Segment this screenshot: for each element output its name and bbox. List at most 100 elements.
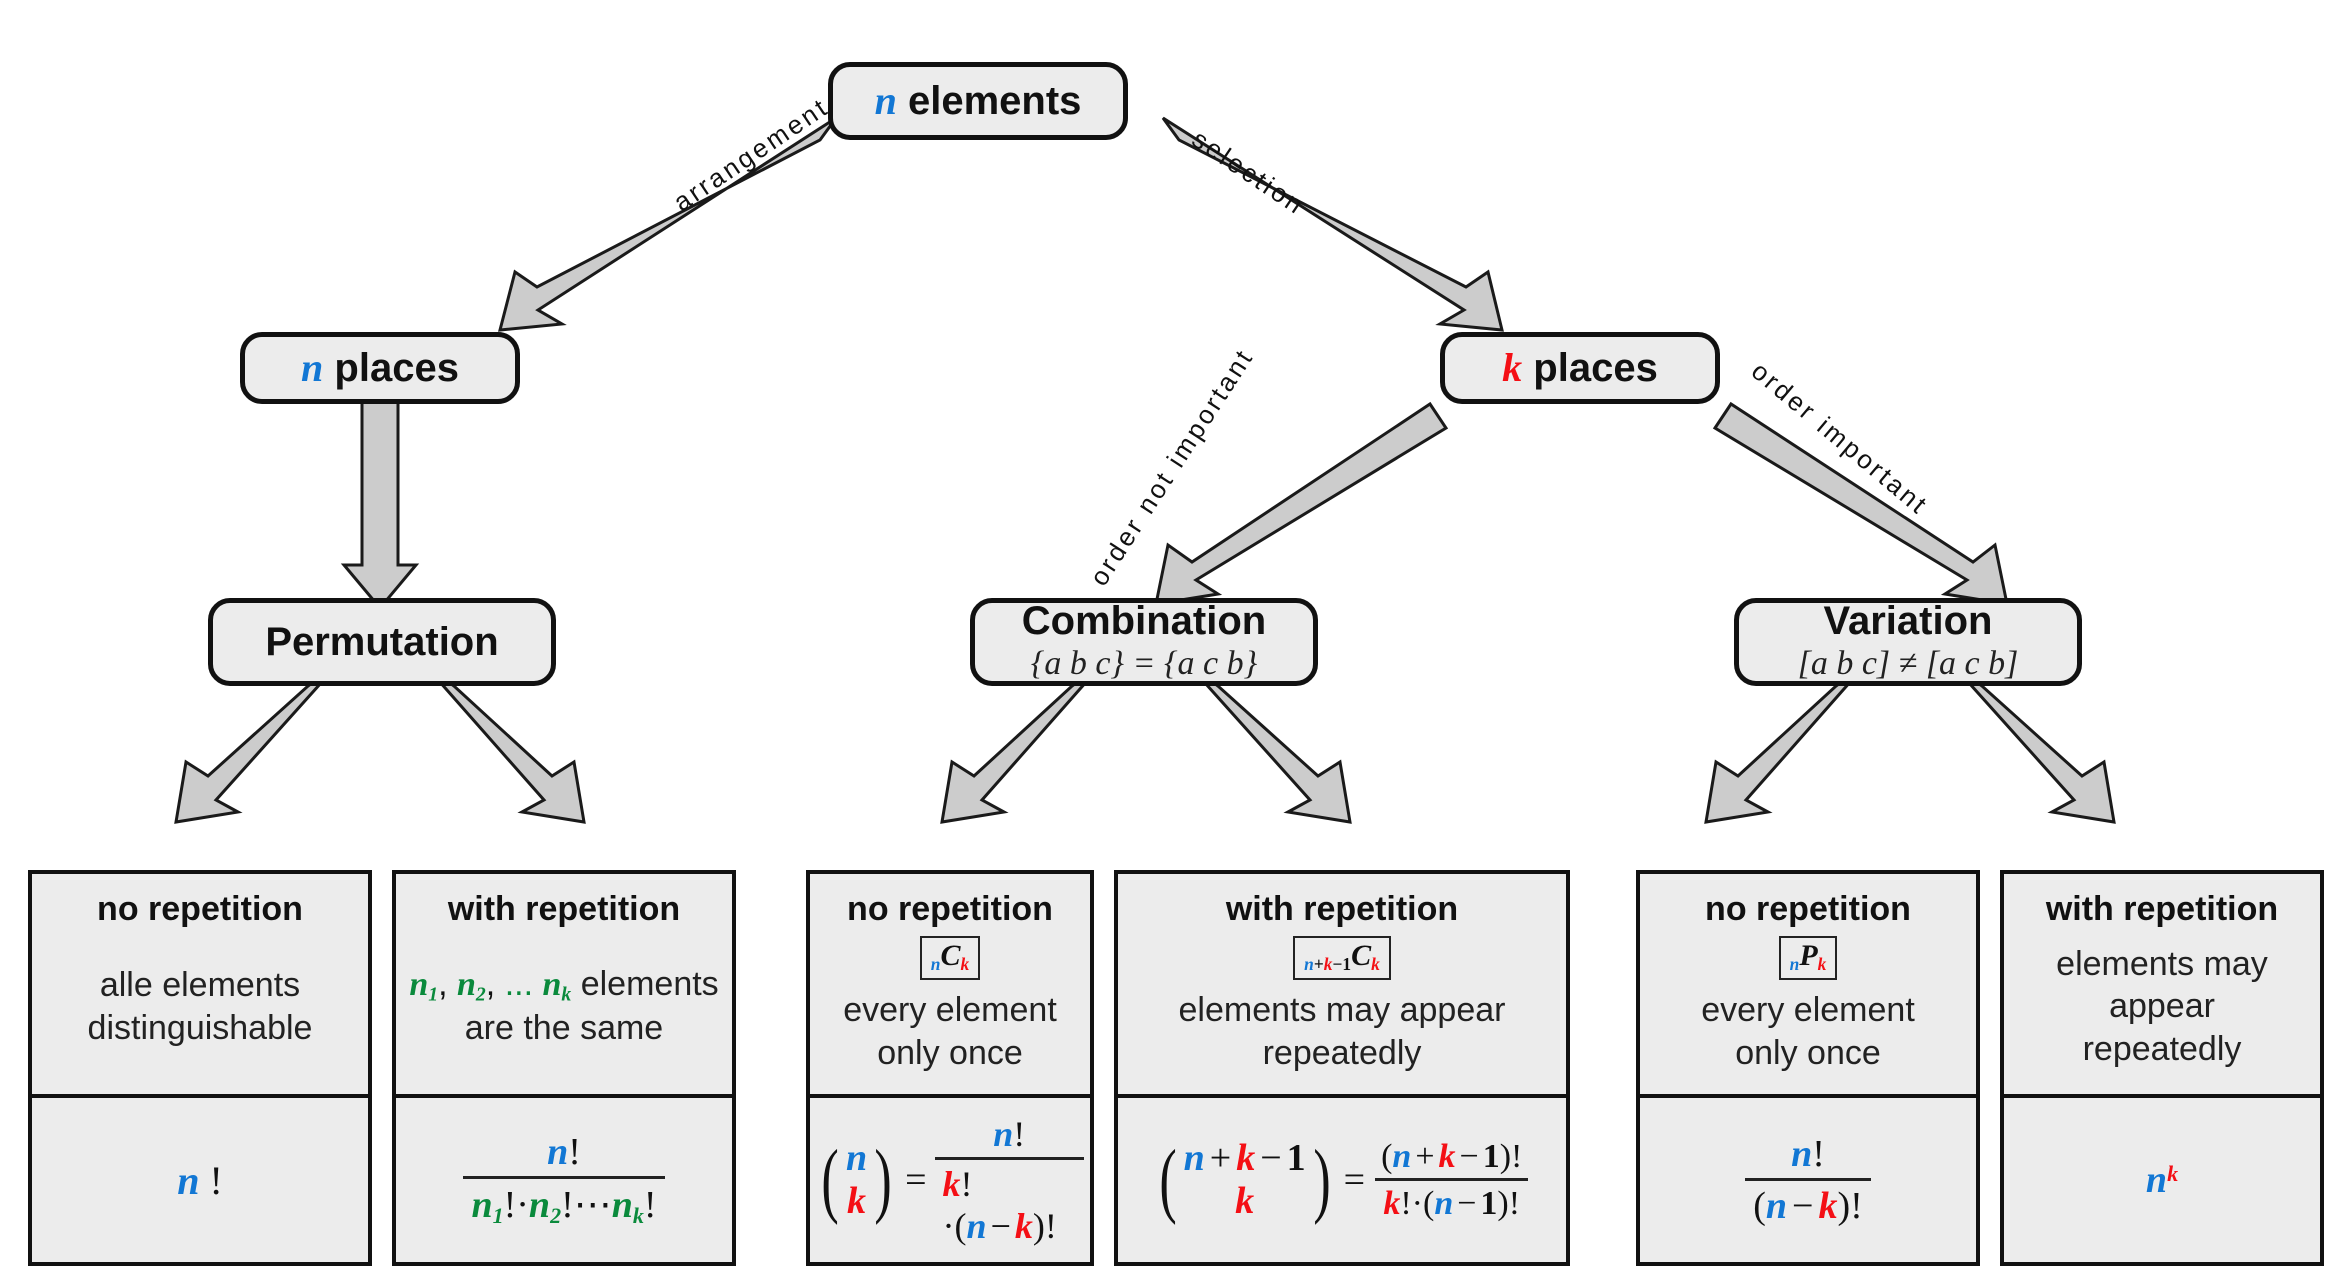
leaf-notation-nCk: nCk [919,936,981,980]
leaf-combination-with-repetition[interactable]: with repetition n+k−1Ck elements may app… [1114,870,1570,1266]
node-n-elements[interactable]: n elements [828,62,1128,140]
symbol-P: P [1799,939,1818,972]
node-permutation[interactable]: Permutation [208,598,556,686]
leaf-permutation-with-repetition[interactable]: with repetition n1, n2, ... nk elements … [392,870,736,1266]
symbol-n1: n1 [409,966,439,1006]
symbol-dot: · [516,1184,529,1227]
leaf-formula: n! n1!·n2!⋯nk! [396,1094,732,1262]
leaf-description: elements may appear repeatedly [1179,989,1506,1074]
leaf-description: n1, n2, ... nk elements are the same [409,963,718,1050]
symbol-minus: − [990,1206,1011,1246]
node-combination-subtitle: {a b c} = {a c b} [1030,645,1258,683]
leaf-notation-nPk: nPk [1778,936,1838,980]
node-variation-subtitle: [a b c] ≠ [a c b] [1797,645,2019,683]
desc-line-1: every element [843,991,1057,1030]
leaf-permutation-no-repetition[interactable]: no repetition alle elements distinguisha… [28,870,372,1266]
fraction-numerator: n! [993,1114,1026,1154]
fraction-denominator: (n−k)! [1745,1178,1871,1228]
symbol-comma-2: , [485,965,496,1004]
leaf-body: with repetition n1, n2, ... nk elements … [396,874,732,1094]
binomial-coefficient: ( n+k−1 k ) [1158,1133,1331,1227]
power-n-k: nk [2146,1158,2178,1202]
arrow-combination-to-no-repetition [940,662,1104,824]
symbol-ellipsis: ... [504,965,534,1004]
leaf-header: with repetition [1225,890,1459,928]
leaf-body: with repetition elements may appear repe… [2004,874,2320,1094]
symbol-n2: n2 [528,1184,562,1229]
node-combination-title: Combination [1021,599,1267,644]
leaf-header: no repetition [97,890,303,928]
symbol-n: n [547,1131,569,1174]
leaf-description: every element only once [1701,989,1915,1074]
symbol-k: k [1502,345,1523,390]
leaf-variation-no-repetition[interactable]: no repetition nPk every element only onc… [1636,870,1980,1266]
symbol-k: k [1323,953,1333,974]
symbol-factorial: ! [209,1157,223,1203]
node-permutation-title: Permutation [265,620,499,664]
symbol-n1: n1 [471,1184,504,1229]
desc-line-2: only once [1735,1033,1881,1072]
binomial-coefficient: ( n k ) [816,1137,897,1222]
leaf-body: no repetition nCk every element only onc… [810,874,1090,1094]
desc-line-1: every element [1701,991,1915,1030]
leaf-description: every element only once [843,989,1057,1074]
node-combination[interactable]: Combination {a b c} = {a c b} [970,598,1318,686]
symbol-n: n [1789,953,1800,974]
symbol-n2: n2 [457,966,486,1006]
desc-line-2: repeatedly [2082,1029,2242,1068]
leaf-body: no repetition alle elements distinguisha… [32,874,368,1094]
paren-open: ( [821,1133,839,1227]
symbol-comma: , [438,965,448,1004]
symbol-nk: nk [542,966,572,1006]
leaf-formula: ( n k ) = n! k!·(n−k)! [810,1094,1090,1262]
arrow-n-places-to-permutation [340,398,420,611]
symbol-factorial: ! [568,1131,581,1174]
arrow-root-to-k-places [1161,116,1504,332]
leaf-combination-no-repetition[interactable]: no repetition nCk every element only onc… [806,870,1094,1266]
arrow-combination-to-with-repetition [1186,662,1352,824]
arrow-k-places-to-variation [1712,401,2009,606]
node-n-elements-text: elements [907,79,1082,123]
leaf-body: with repetition n+k−1Ck elements may app… [1118,874,1566,1094]
symbol-n: n [2145,1159,2168,1201]
node-n-places[interactable]: n places [240,332,520,404]
leaf-formula: n! (n−k)! [1640,1094,1976,1262]
symbol-C: C [940,939,961,972]
arrow-variation-to-no-repetition [1704,662,1868,824]
node-variation[interactable]: Variation [a b c] ≠ [a c b] [1734,598,2082,686]
symbol-k: k [960,953,970,974]
node-k-places[interactable]: k places [1440,332,1720,404]
desc-line-2: only once [877,1033,1023,1072]
symbol-equals: = [1343,1159,1366,1201]
leaf-variation-with-repetition[interactable]: with repetition elements may appear repe… [2000,870,2324,1266]
leaf-header: with repetition [2045,890,2279,928]
arrow-permutation-to-no-repetition [174,662,340,824]
leaf-formula: n! [32,1094,368,1262]
leaf-header: no repetition [1705,890,1911,928]
symbol-k-sub: k [1371,953,1380,974]
desc-line-1: elements [580,965,719,1004]
symbol-plus: + [1313,953,1324,974]
fraction-denominator: k!·(n−k)! [934,1157,1084,1247]
node-n-places-label: n places [301,345,459,390]
arrow-permutation-to-with-repetition [422,662,586,824]
paren-close: ) [1312,1133,1331,1227]
node-k-places-label: k places [1502,345,1658,390]
leaf-formula: nk [2004,1094,2320,1262]
fraction-numerator: (n+k−1)! [1381,1138,1523,1175]
symbol-C: C [1351,939,1372,972]
paren-open: ( [1158,1133,1177,1227]
symbol-k: k [2167,1160,2179,1186]
desc-line-2: are the same [464,1009,664,1048]
leaf-notation-npk1Ck: n+k−1Ck [1293,936,1391,980]
symbol-k: k [1817,953,1827,974]
arrow-root-to-n-places [498,116,838,332]
desc-line-1: alle elements [99,966,301,1004]
leaf-body: no repetition nPk every element only onc… [1640,874,1976,1094]
symbol-n: n [845,1137,868,1180]
leaf-formula: ( n+k−1 k ) = (n+k−1)! k!·(n−1)! [1118,1094,1566,1262]
symbol-n: n [301,345,324,390]
symbol-n: n [177,1157,200,1203]
paren-close: ) [874,1133,892,1227]
